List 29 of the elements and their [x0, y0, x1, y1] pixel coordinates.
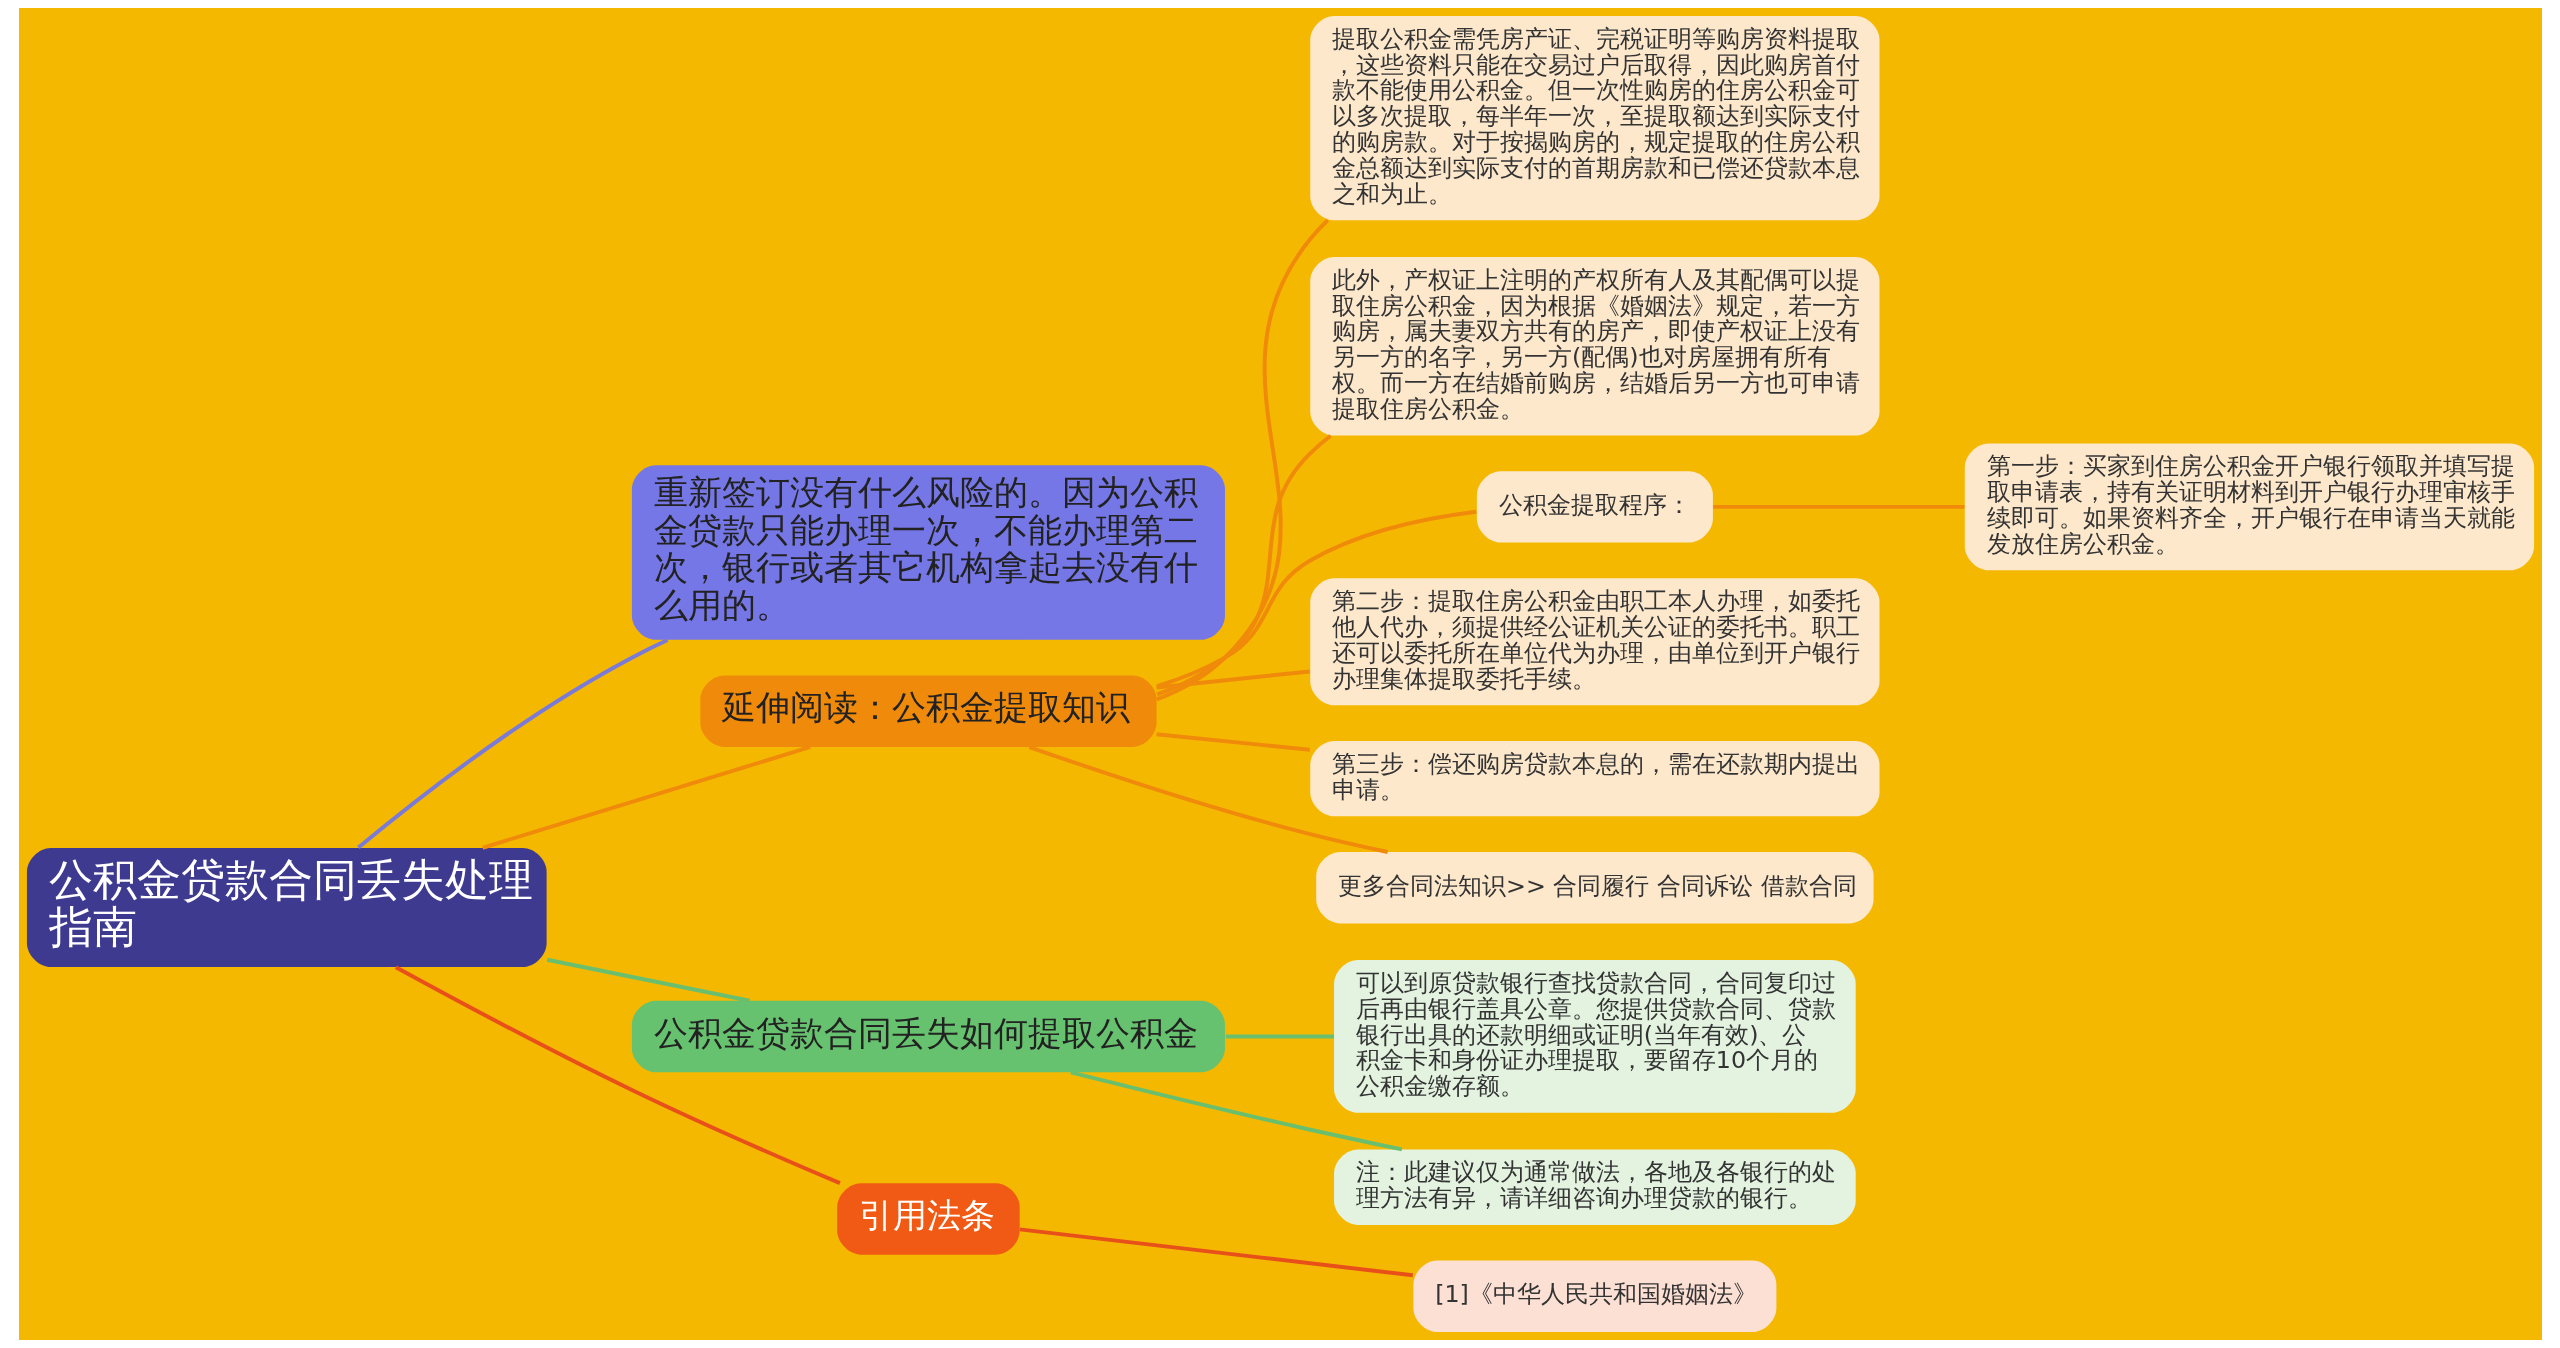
- node-box: 第三步：偿还购房贷款本息的，需在还款期内提出申请。: [1309, 740, 1879, 817]
- node-box: 延伸阅读：公积金提取知识: [699, 675, 1157, 747]
- node-box: 此外，产权证上注明的产权所有人及其配偶可以提取住房公积金，因为根据《婚姻法》规定，若一方购房，属夫妻双方共有的房产，即使产权证上没有另一方的名字，另一方(配偶)也对房屋拥有所有权。而一方在结婚前购房，结婚后另一方也可申请提取住房公积金。: [1309, 256, 1879, 436]
- connector: [1225, 1034, 1334, 1039]
- node-box: 公积金贷款合同丢失如何提取公积金: [631, 1000, 1225, 1073]
- connector: [356, 638, 668, 850]
- connector: [394, 965, 841, 1185]
- node-box: 可以到原贷款银行查找贷款合同，合同复印过后再由银行盖具公章。您提供贷款合同、贷款银行出具的还款明细或证明(当年有效)、公积金卡和身份证办理提取，要留存10个月的公积金缴存额。: [1333, 960, 1856, 1113]
- connector: [481, 745, 811, 850]
- node-box: 第一步：买家到住房公积金开户银行领取并填写提取申请表，持有关证明材料到开户银行办理审核手续即可。如果资料齐全，开户银行在申请当天就能发放住房公积金。: [1964, 443, 2534, 571]
- node-box: 第二步：提取住房公积金由职工本人办理，如委托他人代办，须提供经公证机关公证的委托书。职工还可以委托所在单位代为办理，由单位到开户银行办理集体提取委托手续。: [1309, 578, 1879, 706]
- node-box: 公积金贷款合同丢失处理指南: [26, 848, 547, 968]
- connector: [1155, 218, 1329, 702]
- node-box: 更多合同法知识>> 合同履行 合同诉讼 借款合同: [1315, 852, 1874, 924]
- connector: [1069, 1070, 1402, 1152]
- connector: [1155, 732, 1310, 752]
- node-box: 公积金提取程序：: [1476, 471, 1713, 543]
- connector: [1019, 1227, 1413, 1278]
- node-box: 引用法条: [836, 1183, 1020, 1255]
- node-box: [1]《中华人民共和国婚姻法》: [1412, 1260, 1776, 1332]
- connector: [1155, 669, 1310, 690]
- node-box: 注：此建议仅为通常做法，各地及各银行的处理方法有异，请详细咨询办理贷款的银行。: [1333, 1149, 1856, 1225]
- connector: [1028, 745, 1388, 854]
- connector: [1156, 509, 1476, 689]
- node-box: 提取公积金需凭房产证、完税证明等购房资料提取，这些资料只能在交易过户后取得，因此购房首付款不能使用公积金。但一次性购房的住房公积金可以多次提取，每半年一次，至提取额达到实际支付的购房款。对于按揭购房的，规定提取的住房公积金总额达到实际支付的首期房款和已偿还贷款本息之和为止。: [1309, 16, 1879, 221]
- node-box: 重新签订没有什么风险的。因为公积金贷款只能办理一次，不能办理第二次，银行或者其它机构拿起去没有什么用的。: [631, 465, 1225, 640]
- connector: [1712, 504, 1964, 509]
- connector: [1155, 434, 1332, 697]
- connector: [546, 957, 750, 1003]
